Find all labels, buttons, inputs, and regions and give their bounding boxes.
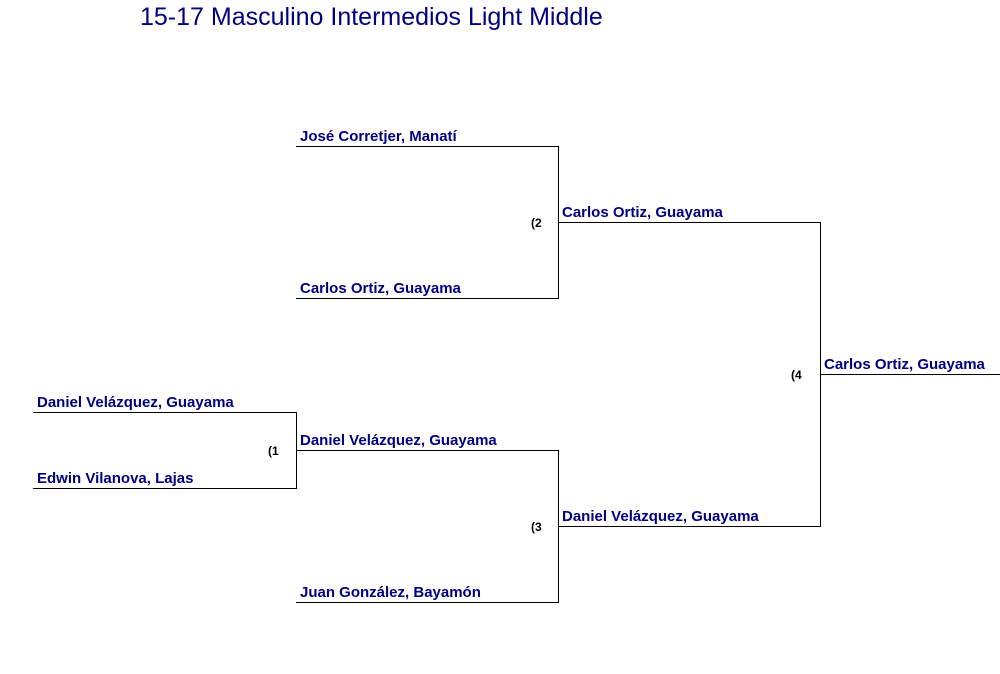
bout1-label: (1 bbox=[268, 444, 279, 458]
bout1-top-competitor: Daniel Velázquez, Guayama bbox=[37, 394, 234, 411]
bout3-bottom-line bbox=[296, 602, 559, 603]
bout4-label: (4 bbox=[791, 368, 802, 382]
bout2-top-competitor: José Corretjer, Manatí bbox=[300, 128, 457, 145]
bout4-bottom-competitor: Daniel Velázquez, Guayama bbox=[562, 508, 759, 525]
bout4-top-line bbox=[558, 222, 821, 223]
bout4-bottom-line bbox=[558, 526, 821, 527]
bout3-top-line bbox=[296, 450, 559, 451]
bout1-bottom-competitor: Edwin Vilanova, Lajas bbox=[37, 470, 194, 487]
bout3-bottom-competitor: Juan González, Bayamón bbox=[300, 584, 481, 601]
champion-name: Carlos Ortiz, Guayama bbox=[824, 356, 985, 373]
bout2-bottom-line bbox=[296, 298, 559, 299]
champion-line bbox=[820, 374, 1000, 375]
bout3-top-competitor: Daniel Velázquez, Guayama bbox=[300, 432, 497, 449]
bout4-top-competitor: Carlos Ortiz, Guayama bbox=[562, 204, 723, 221]
bout2-label: (2 bbox=[531, 216, 542, 230]
bracket-title: 15-17 Masculino Intermedios Light Middle bbox=[140, 3, 603, 31]
bout3-label: (3 bbox=[531, 520, 542, 534]
bout1-top-line bbox=[33, 412, 297, 413]
bout1-bottom-line bbox=[33, 488, 297, 489]
bout2-top-line bbox=[296, 146, 559, 147]
bout2-bottom-competitor: Carlos Ortiz, Guayama bbox=[300, 280, 461, 297]
